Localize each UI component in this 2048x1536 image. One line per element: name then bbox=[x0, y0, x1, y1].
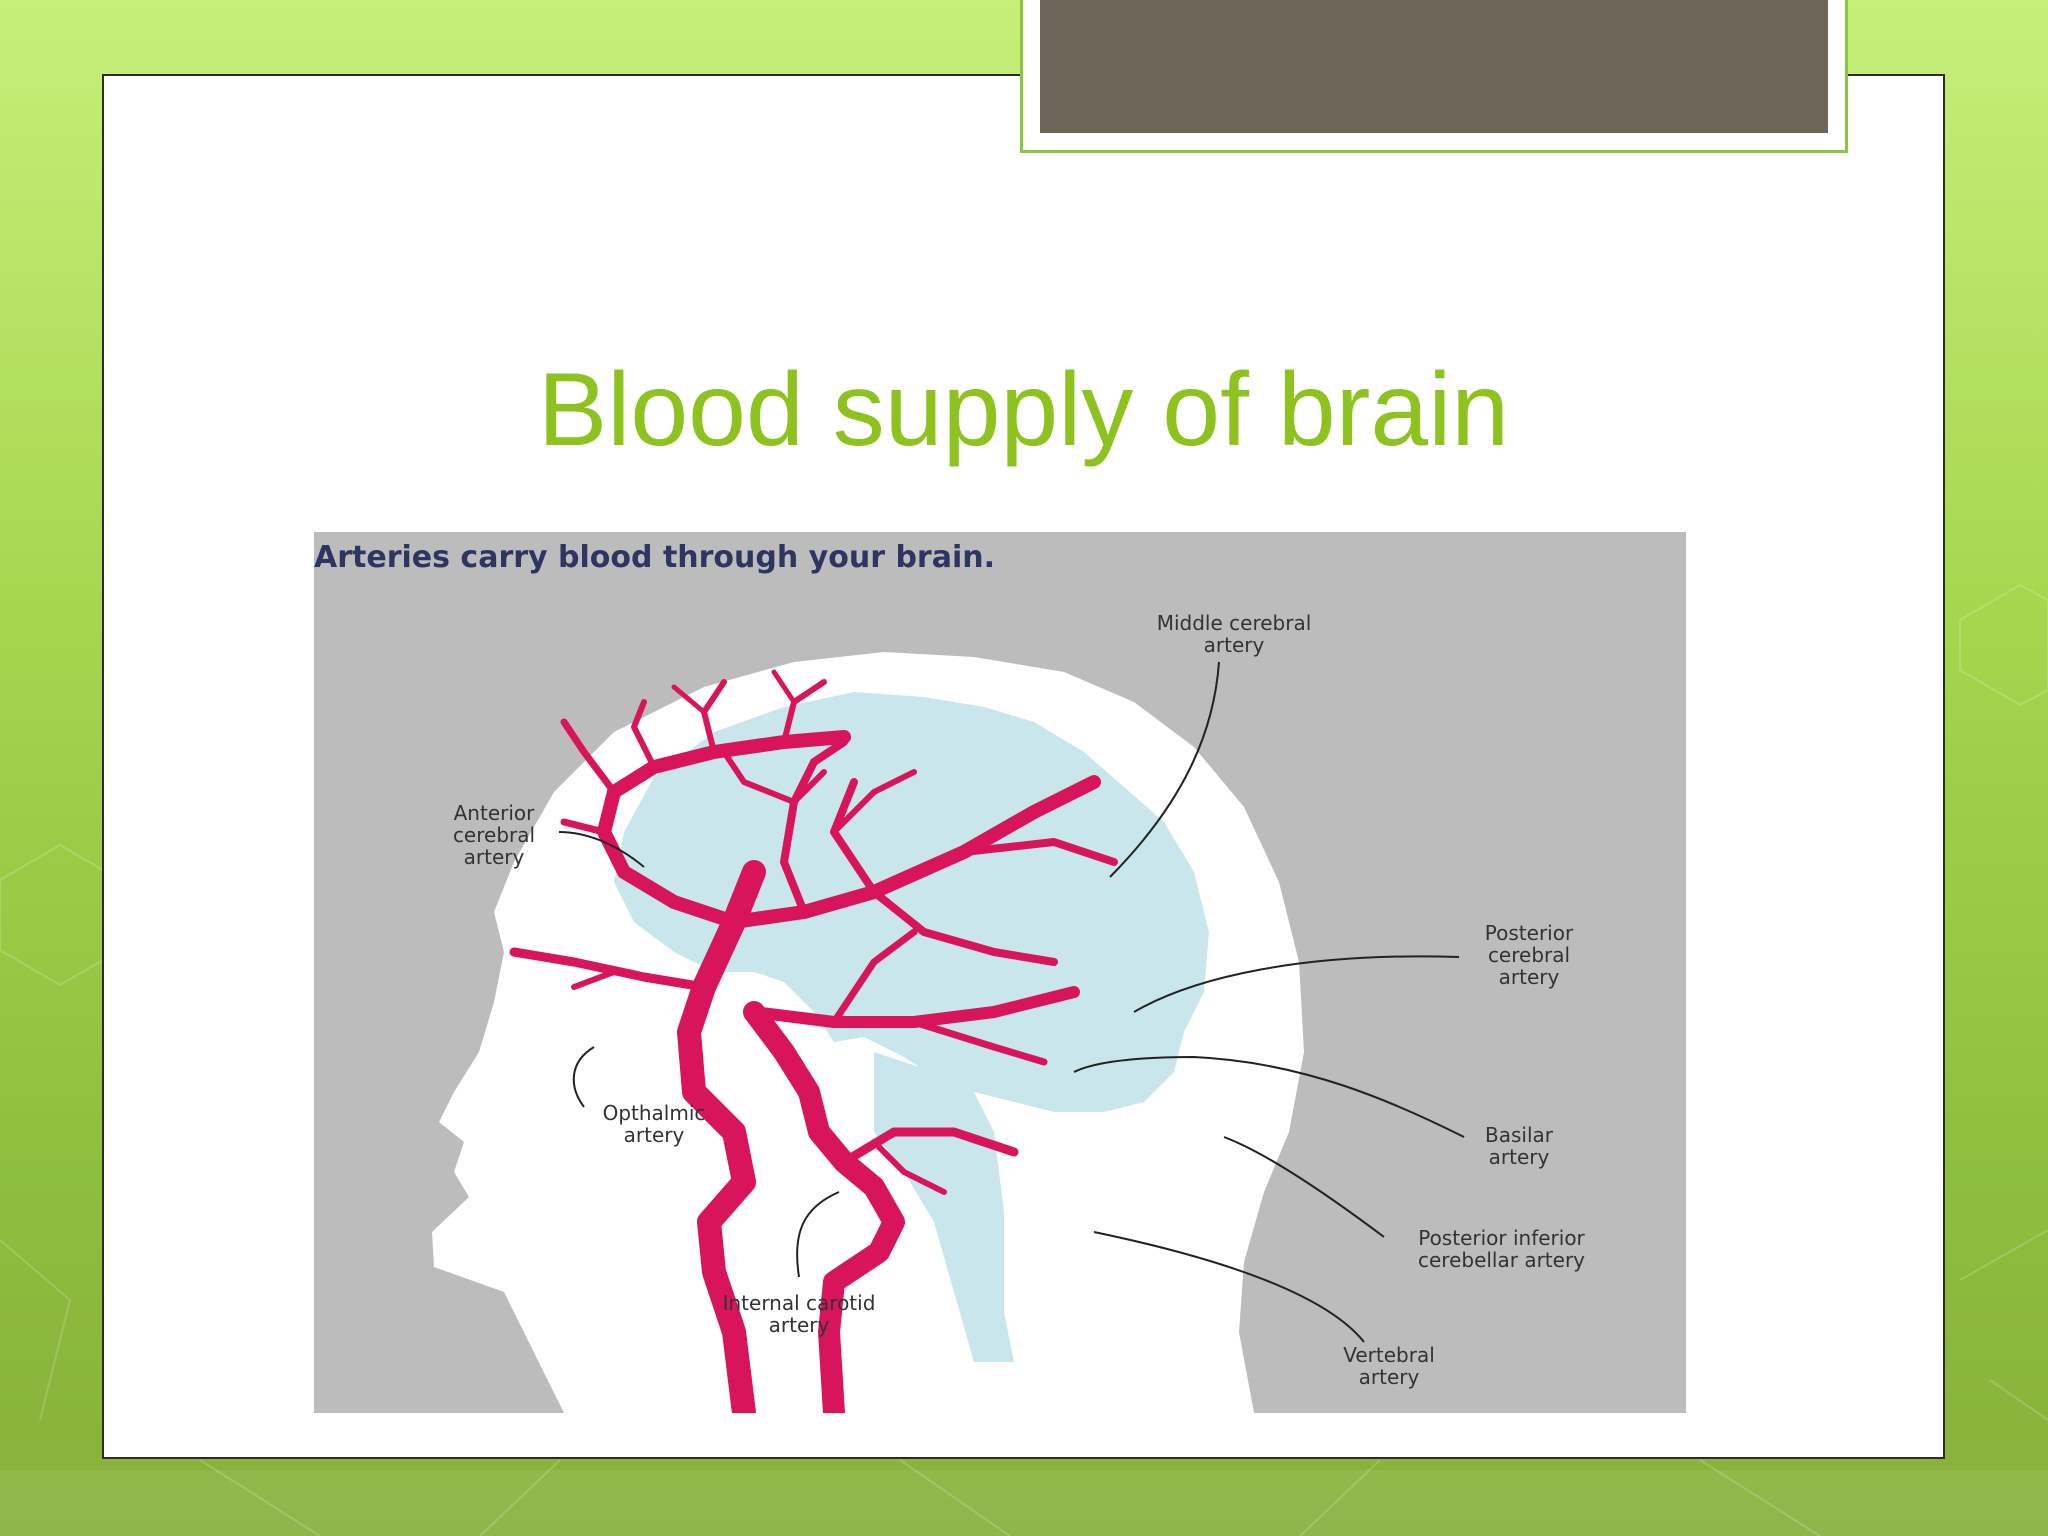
label-posterior-cerebral-artery: Posterior cerebral artery bbox=[1484, 921, 1574, 989]
anterior-cerebral-pointer bbox=[558, 831, 645, 868]
label-middle-cerebral-artery: Middle cerebral artery bbox=[1156, 611, 1312, 657]
slide-title: Blood supply of brain bbox=[537, 352, 1510, 468]
label-posterior-inferior-cerebellar-artery: Posterior inferior cerebellar artery bbox=[1417, 1226, 1586, 1272]
label-anterior-cerebral-artery: Anterior cerebral artery bbox=[452, 801, 536, 869]
brain-artery-figure: Arteries carry blood through your brain.… bbox=[314, 532, 1686, 1413]
label-internal-carotid-artery: Internal carotid artery bbox=[722, 1291, 876, 1337]
middle-cerebral-pointer bbox=[1109, 661, 1220, 878]
vertebral-path bbox=[743, 1001, 905, 1413]
opthalmic-pointer bbox=[572, 1046, 595, 1108]
internal-carotid-pointer bbox=[796, 1191, 840, 1278]
figure-caption: Arteries carry blood through your brain. bbox=[314, 540, 995, 575]
basilar-pointer bbox=[1073, 1055, 1465, 1138]
middle-cerebral-path bbox=[727, 775, 1101, 929]
label-basilar-artery: Basilar artery bbox=[1485, 1123, 1553, 1169]
internal-carotid-path bbox=[677, 860, 766, 1413]
title-tab-block bbox=[1040, 0, 1828, 133]
opthalmic-path bbox=[509, 947, 709, 992]
artery-diagram bbox=[432, 652, 1465, 1413]
pica-path bbox=[839, 1127, 1019, 1167]
label-vertebral-artery: Vertebral artery bbox=[1343, 1343, 1435, 1389]
posterior-cerebral-pointer bbox=[1133, 955, 1460, 1013]
vertebral-pointer bbox=[1093, 1231, 1365, 1343]
label-opthalmic-artery: Opthalmic artery bbox=[602, 1101, 706, 1147]
pica-pointer bbox=[1223, 1136, 1385, 1238]
